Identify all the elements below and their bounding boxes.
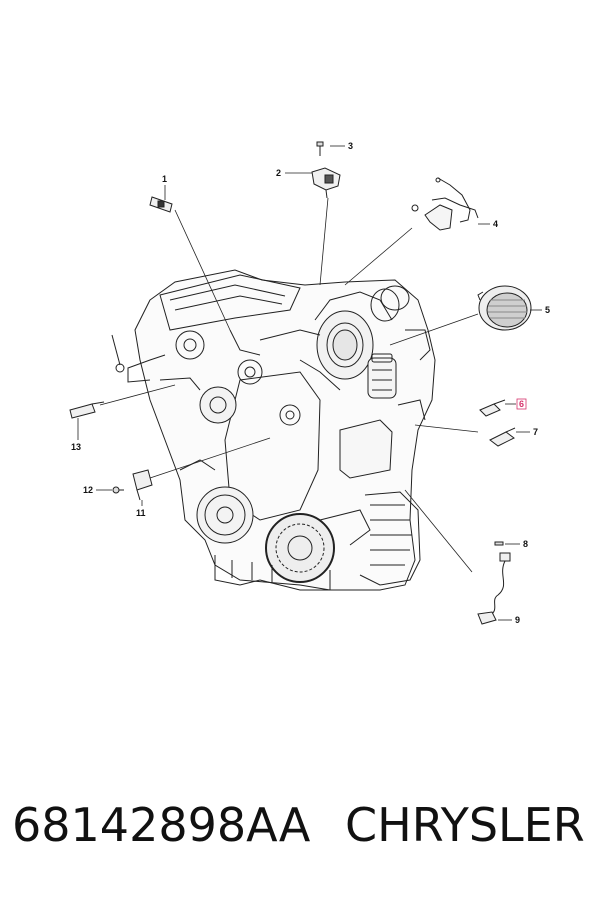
leader-lines bbox=[77, 145, 542, 621]
part-7-sensor bbox=[489, 427, 516, 447]
callout-4: 4 bbox=[493, 219, 498, 229]
part-13-sensor bbox=[69, 401, 105, 419]
engine-illustration bbox=[111, 269, 436, 591]
callout-1: 1 bbox=[162, 174, 167, 184]
part-2-sensor bbox=[311, 167, 341, 199]
callout-13: 13 bbox=[71, 442, 81, 452]
callout-6-highlight-box bbox=[516, 398, 527, 410]
callout-6: 6 bbox=[519, 399, 524, 409]
part-9-harness-sensor bbox=[477, 552, 511, 625]
brand-name: CHRYSLER bbox=[345, 798, 585, 852]
part-8-pin bbox=[494, 541, 504, 546]
part-4-harness-bracket bbox=[411, 177, 479, 231]
parts bbox=[69, 141, 532, 625]
callout-labels: 1 2 3 4 5 6 7 8 9 11 12 13 bbox=[71, 141, 550, 625]
part-5-air-filter bbox=[477, 285, 532, 331]
part-12-plug bbox=[112, 486, 124, 494]
callout-3: 3 bbox=[348, 141, 353, 151]
part-1-sensor bbox=[149, 196, 173, 213]
callout-2: 2 bbox=[276, 168, 281, 178]
part-6-sensor bbox=[479, 399, 506, 417]
callout-5: 5 bbox=[545, 305, 550, 315]
part-number: 68142898AA bbox=[12, 798, 311, 852]
part-11-sensor bbox=[132, 469, 153, 501]
part-3-bolt bbox=[316, 141, 324, 156]
callout-11: 11 bbox=[136, 508, 146, 518]
callout-12: 12 bbox=[83, 485, 93, 495]
callout-8: 8 bbox=[523, 539, 528, 549]
callout-9: 9 bbox=[515, 615, 520, 625]
footer: 68142898AA CHRYSLER bbox=[0, 798, 600, 868]
callout-7: 7 bbox=[533, 427, 538, 437]
